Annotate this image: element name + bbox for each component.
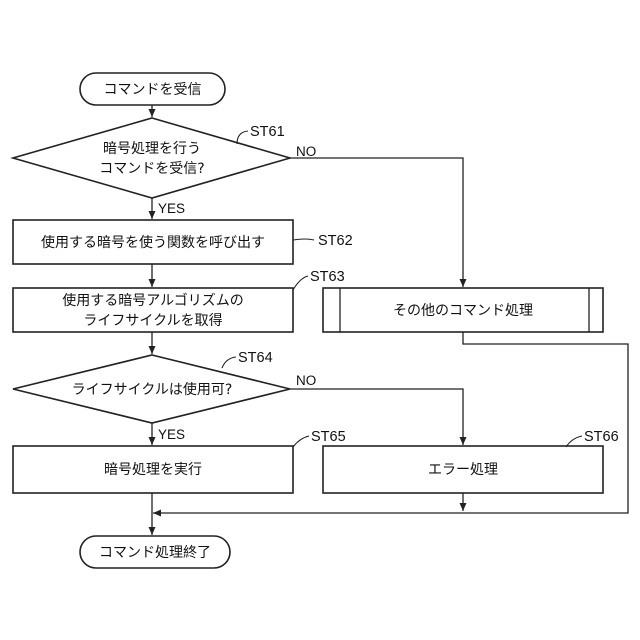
process-other-commands-label: その他のコマンド処理 [393, 303, 533, 319]
process-st63: 使用する暗号アルゴリズムの ライフサイクルを取得 [13, 288, 293, 332]
st64-yes-label: YES [158, 427, 185, 442]
end-terminal-label: コマンド処理終了 [99, 545, 211, 561]
process-st65: 暗号処理を実行 [13, 446, 293, 493]
arrow-st61-no-to-other [290, 158, 463, 287]
step-id-st66: ST66 [584, 429, 619, 445]
process-other-commands: その他のコマンド処理 [323, 288, 603, 332]
decision-st61: 暗号処理を行う コマンドを受信? [13, 118, 290, 198]
end-terminal: コマンド処理終了 [80, 536, 230, 568]
decision-st61-line1: 暗号処理を行う [103, 141, 201, 157]
process-st63-line2: ライフサイクルを取得 [83, 312, 222, 329]
decision-st64-label: ライフサイクルは使用可? [72, 381, 233, 398]
process-st62: 使用する暗号を使う関数を呼び出す [13, 220, 293, 264]
step-id-st64: ST64 [238, 350, 273, 366]
process-st63-line1: 使用する暗号アルゴリズムの [62, 292, 244, 309]
process-st66: エラー処理 [323, 446, 603, 493]
st61-yes-label: YES [158, 201, 185, 216]
start-terminal: コマンドを受信 [80, 73, 225, 105]
step-id-st62: ST62 [318, 233, 353, 249]
process-st62-label: 使用する暗号を使う関数を呼び出す [41, 234, 265, 251]
process-st65-label: 暗号処理を実行 [104, 462, 202, 478]
step-id-st61: ST61 [250, 124, 285, 140]
st64-no-label: NO [296, 373, 316, 388]
step-id-st65: ST65 [311, 429, 346, 445]
decision-st61-line2: コマンドを受信? [99, 161, 204, 177]
process-st66-label: エラー処理 [428, 462, 498, 478]
step-id-st63: ST63 [310, 269, 345, 285]
st61-no-label: NO [296, 144, 316, 159]
start-terminal-label: コマンドを受信 [104, 82, 202, 98]
